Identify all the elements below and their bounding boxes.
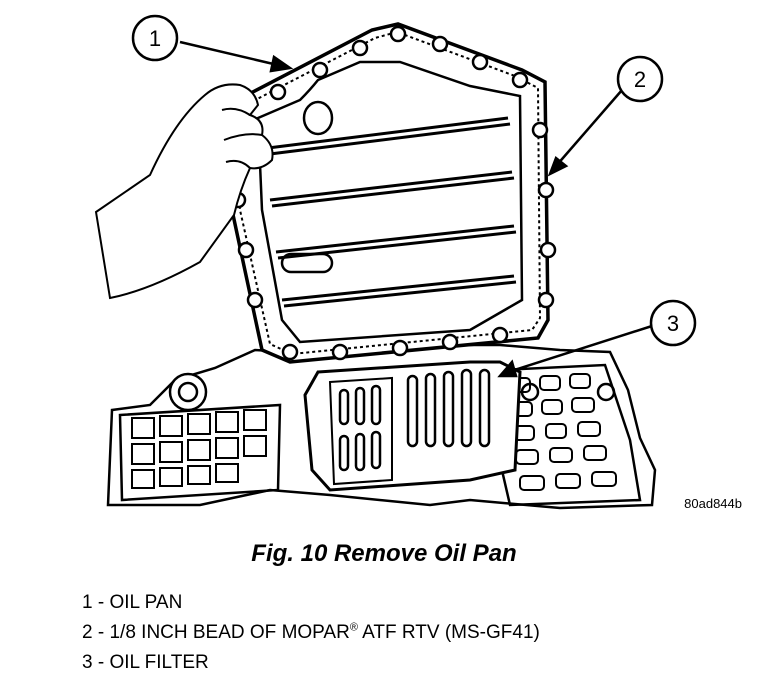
- callout-2-number: 2: [634, 67, 646, 92]
- callout-3: 3: [649, 299, 697, 347]
- legend-separator: -: [92, 652, 110, 673]
- callout-1: 1: [131, 14, 179, 62]
- oil-filter: [303, 360, 522, 492]
- legend-number: 1: [82, 592, 93, 613]
- legend-item-3: 3 - OIL FILTER: [82, 648, 540, 678]
- registered-mark: ®: [349, 621, 358, 634]
- legend-separator: -: [92, 622, 110, 643]
- legend-item-2: 2 - 1/8 INCH BEAD OF MOPAR® ATF RTV (MS-…: [82, 618, 540, 648]
- figure-caption: Fig. 10 Remove Oil Pan: [251, 540, 517, 567]
- figure-code: 80ad844b: [684, 496, 742, 511]
- legend-item-1: 1 - OIL PAN: [82, 588, 540, 618]
- oil-pan-removal-illustration: 1 2 3 80ad844b: [94, 14, 742, 511]
- legend: 1 - OIL PAN 2 - 1/8 INCH BEAD OF MOPAR® …: [82, 588, 540, 678]
- legend-number: 2: [82, 622, 93, 643]
- legend-number: 3: [82, 652, 93, 673]
- legend-separator: -: [92, 592, 110, 613]
- legend-text: OIL PAN: [109, 592, 183, 613]
- oil-pan: [219, 22, 557, 364]
- hand: [94, 83, 274, 300]
- callout-1-number: 1: [149, 26, 161, 51]
- legend-text-tail: ATF RTV (MS-GF41): [357, 622, 540, 643]
- legend-text: 1/8 INCH BEAD OF MOPAR: [109, 622, 350, 643]
- callout-3-number: 3: [667, 311, 679, 336]
- callout-leaders: [179, 40, 653, 378]
- legend-text: OIL FILTER: [109, 652, 209, 673]
- callout-2: 2: [616, 55, 664, 103]
